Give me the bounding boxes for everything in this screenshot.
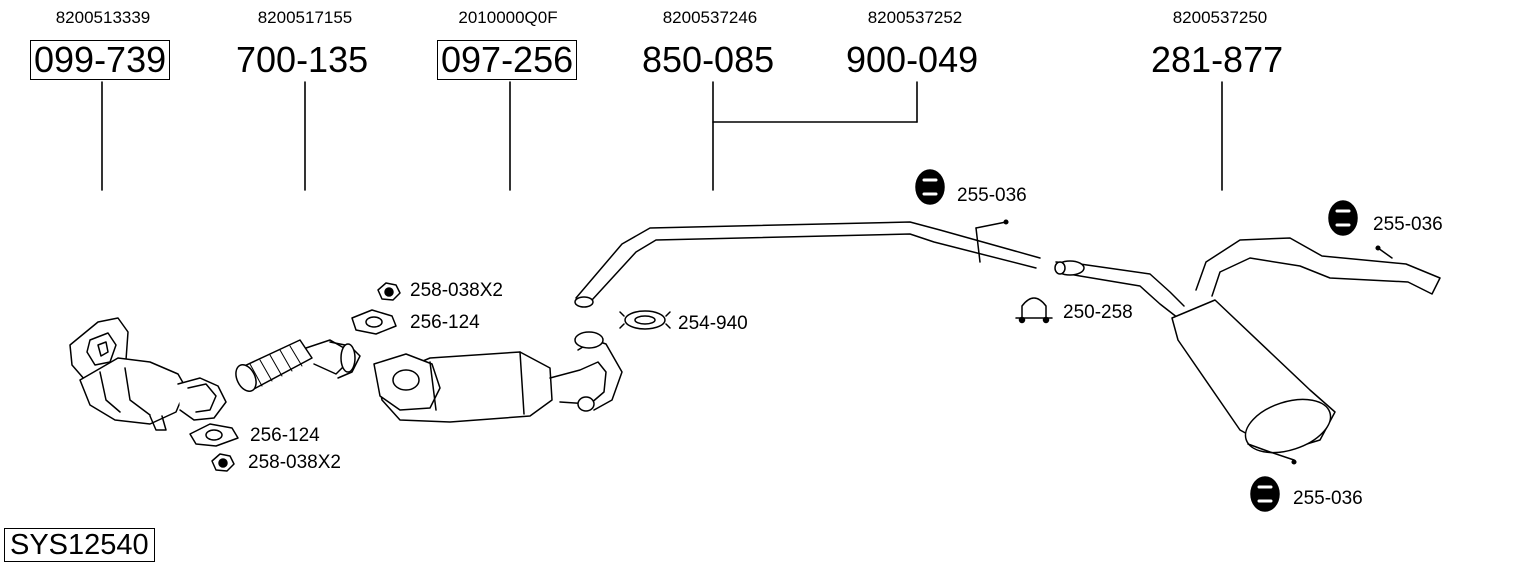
accessory-label-clamp[interactable]: 254-940: [678, 313, 748, 334]
oem-number-1: 8200513339: [55, 8, 151, 27]
part-number-3[interactable]: 097-256: [437, 40, 578, 80]
accessory-label-nut-2[interactable]: 258-038X2: [248, 452, 341, 473]
catalytic-converter[interactable]: [69, 317, 227, 431]
gasket-icon[interactable]: [189, 423, 239, 447]
oem-number-2: 8200517155: [257, 8, 353, 27]
leader-lines: [101, 81, 1223, 191]
accessory-label-gasket-1[interactable]: 256-124: [410, 312, 480, 333]
nut-icon[interactable]: [377, 282, 401, 301]
accessory-label-gasket-2[interactable]: 256-124: [250, 425, 320, 446]
nut-icon[interactable]: [211, 453, 235, 472]
rubber-hanger-icon[interactable]: [1328, 200, 1358, 236]
oem-number-3: 2010000Q0F: [458, 8, 558, 27]
accessory-label-hanger-1[interactable]: 255-036: [957, 185, 1027, 206]
clamp-icon[interactable]: [619, 310, 671, 330]
u-clamp-icon[interactable]: [1015, 297, 1053, 324]
part-number-1[interactable]: 099-739: [30, 40, 171, 80]
part-number-2[interactable]: 700-135: [236, 39, 369, 80]
part-number-4[interactable]: 850-085: [642, 39, 775, 80]
part-number-6[interactable]: 281-877: [1151, 39, 1284, 80]
oem-number-5: 8200537252: [867, 8, 963, 27]
rubber-hanger-icon[interactable]: [915, 169, 945, 205]
flex-pipe[interactable]: [232, 339, 361, 394]
gasket-icon[interactable]: [351, 309, 397, 335]
accessory-label-hanger-3[interactable]: 255-036: [1293, 488, 1363, 509]
accessory-label-hanger-2[interactable]: 255-036: [1373, 214, 1443, 235]
rubber-hanger-icon[interactable]: [1250, 476, 1280, 512]
oem-number-4: 8200537246: [662, 8, 758, 27]
accessory-label-nut-1[interactable]: 258-038X2: [410, 280, 503, 301]
part-number-5[interactable]: 900-049: [846, 39, 979, 80]
rear-silencer[interactable]: [1054, 237, 1441, 465]
particulate-filter[interactable]: [373, 331, 623, 423]
middle-pipe[interactable]: [574, 219, 1041, 308]
oem-number-6: 8200537250: [1172, 8, 1268, 27]
accessory-label-u-clamp[interactable]: 250-258: [1063, 302, 1133, 323]
system-code: SYS12540: [4, 528, 155, 562]
